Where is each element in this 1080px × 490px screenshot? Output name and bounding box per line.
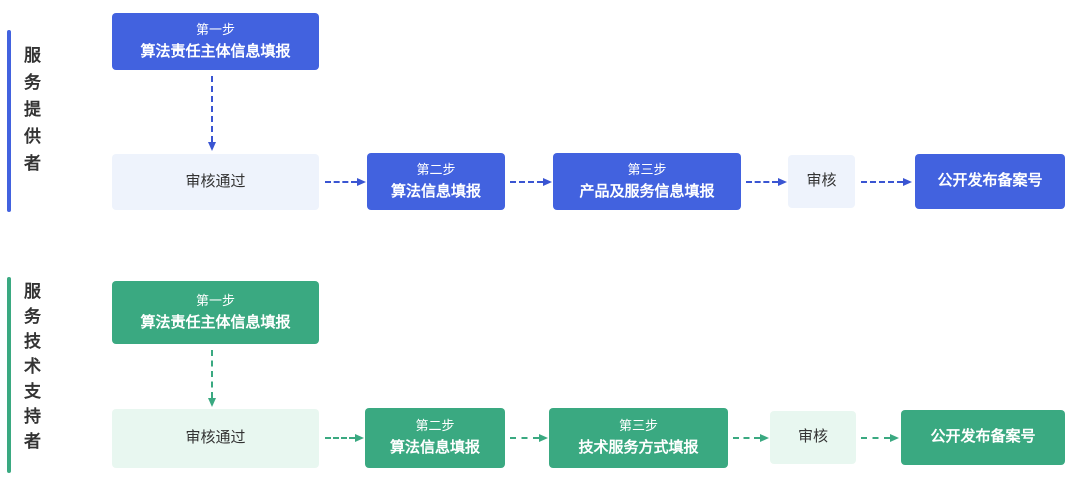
supporter-step2-label: 第二步 <box>415 418 455 433</box>
provider-arrow-review-to-result <box>861 178 912 186</box>
provider-lane-accent-bar <box>7 30 11 212</box>
supporter-step2-box: 第二步 算法信息填报 <box>365 408 505 468</box>
provider-result-box: 公开发布备案号 <box>915 154 1065 209</box>
supporter-lane-accent-bar <box>7 277 11 473</box>
provider-arrow-reviewpass-to-step2 <box>325 178 366 186</box>
provider-arrow-step2-to-step3 <box>510 178 552 186</box>
supporter-step1-label: 第一步 <box>195 292 235 308</box>
provider-review-label: 审核 <box>806 172 837 190</box>
supporter-arrow-review-to-result <box>861 434 899 442</box>
provider-arrow-step1-to-reviewpass <box>208 76 216 151</box>
provider-review-pass-label: 审核通过 <box>185 172 246 190</box>
provider-step1-label: 第一步 <box>195 21 235 37</box>
provider-arrow-step3-to-review <box>746 178 787 186</box>
provider-step2-box: 第二步 算法信息填报 <box>367 153 505 210</box>
supporter-step3-title: 技术服务方式填报 <box>578 439 699 457</box>
supporter-review-box: 审核 <box>770 411 856 464</box>
provider-step1-box: 第一步 算法责任主体信息填报 <box>112 13 319 70</box>
supporter-step3-label: 第三步 <box>618 418 658 433</box>
supporter-arrow-reviewpass-to-step2 <box>325 434 364 442</box>
provider-step1-title: 算法责任主体信息填报 <box>140 42 291 60</box>
supporter-review-label: 审核 <box>797 428 828 446</box>
supporter-arrow-step2-to-step3 <box>510 434 548 442</box>
provider-step3-box: 第三步 产品及服务信息填报 <box>553 153 741 210</box>
provider-review-pass-box: 审核通过 <box>112 154 319 210</box>
supporter-arrow-step1-to-reviewpass <box>208 350 216 407</box>
supporter-review-pass-label: 审核通过 <box>185 429 246 447</box>
supporter-arrow-step3-to-review <box>733 434 769 442</box>
supporter-result-label: 公开发布备案号 <box>930 428 1036 446</box>
provider-step3-title: 产品及服务信息填报 <box>579 182 715 200</box>
supporter-step3-box: 第三步 技术服务方式填报 <box>549 408 728 468</box>
supporter-step2-title: 算法信息填报 <box>389 439 480 457</box>
provider-step3-label: 第三步 <box>627 161 667 177</box>
supporter-step1-title: 算法责任主体信息填报 <box>140 313 291 331</box>
supporter-lane-label: 服务技术支持者 <box>21 282 40 457</box>
supporter-result-box: 公开发布备案号 <box>901 410 1065 465</box>
provider-step2-label: 第二步 <box>416 161 456 177</box>
provider-lane-label: 服务提供者 <box>21 46 40 181</box>
provider-result-label: 公开发布备案号 <box>937 172 1043 190</box>
provider-step2-title: 算法信息填报 <box>390 182 481 200</box>
supporter-step1-box: 第一步 算法责任主体信息填报 <box>112 281 319 344</box>
provider-review-box: 审核 <box>788 155 855 208</box>
supporter-review-pass-box: 审核通过 <box>112 409 319 468</box>
